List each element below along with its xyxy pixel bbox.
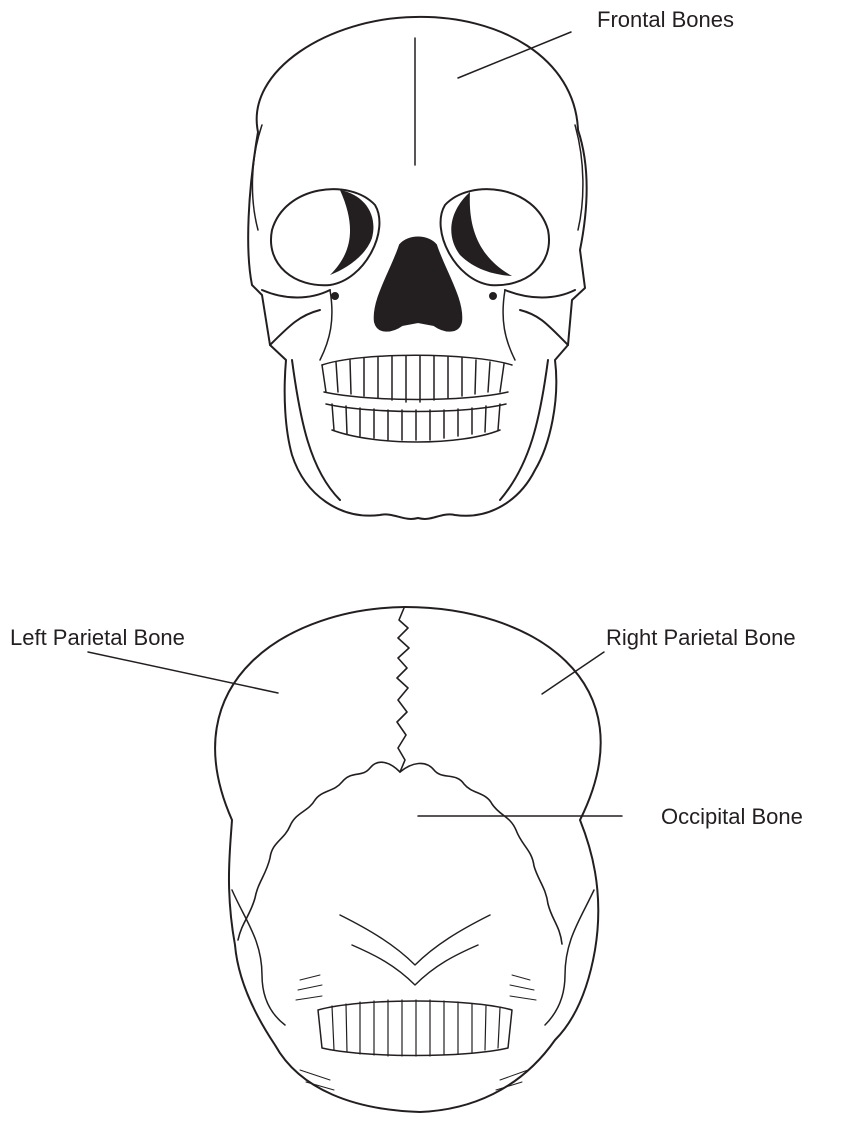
back-shading-right [496, 975, 536, 1090]
leader-left-parietal [88, 652, 278, 693]
front-lower-teeth [326, 404, 506, 442]
back-lambdoid-suture-right [400, 763, 562, 944]
skull-back-view [215, 607, 601, 1112]
back-mastoid-right [545, 890, 594, 1025]
front-upper-teeth [322, 355, 512, 402]
front-cheekbone-right [505, 290, 575, 345]
back-sagittal-suture [397, 608, 409, 772]
skull-front-view [248, 17, 586, 519]
label-occipital-bone: Occipital Bone [661, 806, 803, 828]
label-left-parietal-bone: Left Parietal Bone [10, 627, 185, 649]
leader-right-parietal [542, 652, 604, 694]
back-shading-left [296, 975, 334, 1090]
front-foramen-right [490, 293, 496, 299]
front-orbit-shadow-left [330, 190, 373, 275]
front-orbit-shadow-right [451, 192, 512, 276]
label-right-parietal-bone: Right Parietal Bone [606, 627, 796, 649]
back-occipital-ridge [340, 915, 490, 985]
front-temple-left [252, 125, 262, 230]
front-foramen-left [332, 293, 338, 299]
back-mastoid-left [232, 890, 285, 1025]
label-frontal-bones: Frontal Bones [597, 9, 734, 31]
front-cheekbone-left [262, 290, 330, 345]
back-lambdoid-suture [238, 762, 400, 940]
back-cranium-outline [215, 607, 601, 1112]
back-teeth-lines [332, 1000, 500, 1056]
